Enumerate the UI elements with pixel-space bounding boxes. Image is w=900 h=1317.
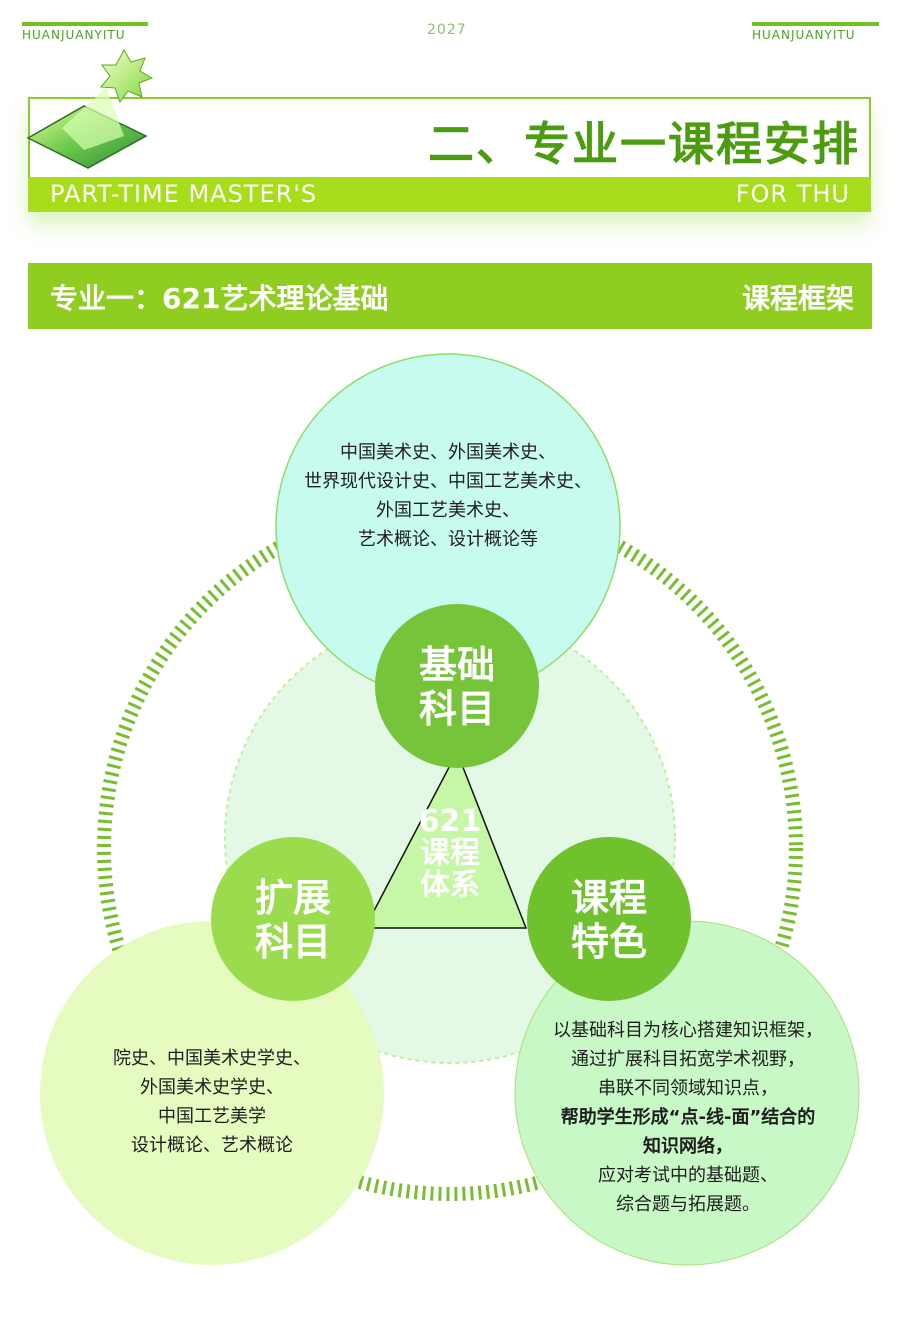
extend-line: 院史、中国美术史学史、 [62,1044,362,1073]
center-line: 课程 [400,838,500,870]
band-right-text: FOR THU [736,180,850,208]
badge-basic-line: 基础 [397,643,517,687]
band-left-text: PART-TIME MASTER'S [50,180,317,208]
badge-extend-label: 扩展 科目 [233,876,353,964]
badge-basic-label: 基础 科目 [397,643,517,731]
basic-line: 世界现代设计史、中国工艺美术史、 [278,467,618,496]
feature-line: 通过扩展科目拓宽学术视野， [532,1045,844,1074]
feature-bold-line: 知识网络， [532,1132,844,1161]
prism-star-decoration [24,40,164,180]
brand-bar-left [22,22,148,26]
feature-line: 以基础科目为核心搭建知识框架， [532,1016,844,1045]
badge-extend-line: 科目 [233,920,353,964]
feature-line: 串联不同领域知识点， [532,1074,844,1103]
badge-extend-line: 扩展 [233,876,353,920]
center-label: 621 课程 体系 [400,806,500,902]
basic-subjects-text: 中国美术史、外国美术史、 世界现代设计史、中国工艺美术史、 外国工艺美术史、 艺… [278,438,618,554]
badge-feature-label: 课程 特色 [549,876,669,964]
basic-line: 艺术概论、设计概论等 [278,525,618,554]
basic-line: 中国美术史、外国美术史、 [278,438,618,467]
center-line: 体系 [400,870,500,902]
year-label: 2027 [427,22,467,38]
section-subtitle: 课程框架 [742,277,854,317]
extend-line: 外国美术史学史、 [62,1073,362,1102]
page-title: 二、专业一课程安排 [428,108,860,174]
feature-line: 应对考试中的基础题、 [532,1161,844,1190]
extend-line: 中国工艺美学 [62,1102,362,1131]
extend-subjects-text: 院史、中国美术史学史、 外国美术史学史、 中国工艺美学 设计概论、艺术概论 [62,1044,362,1160]
extend-line: 设计概论、艺术概论 [62,1131,362,1160]
badge-basic-line: 科目 [397,687,517,731]
feature-bold-line: 帮助学生形成“点-线-面”结合的 [532,1103,844,1132]
badge-feature-line: 特色 [549,920,669,964]
brand-right: HUANJUANYITU [752,28,855,42]
basic-line: 外国工艺美术史、 [278,496,618,525]
section-title: 专业一：621艺术理论基础 [50,277,388,317]
feature-text: 以基础科目为核心搭建知识框架， 通过扩展科目拓宽学术视野， 串联不同领域知识点，… [532,1016,844,1219]
brand-bar-right [752,22,879,26]
center-line: 621 [400,806,500,838]
feature-line: 综合题与拓展题。 [532,1190,844,1219]
badge-feature-line: 课程 [549,876,669,920]
